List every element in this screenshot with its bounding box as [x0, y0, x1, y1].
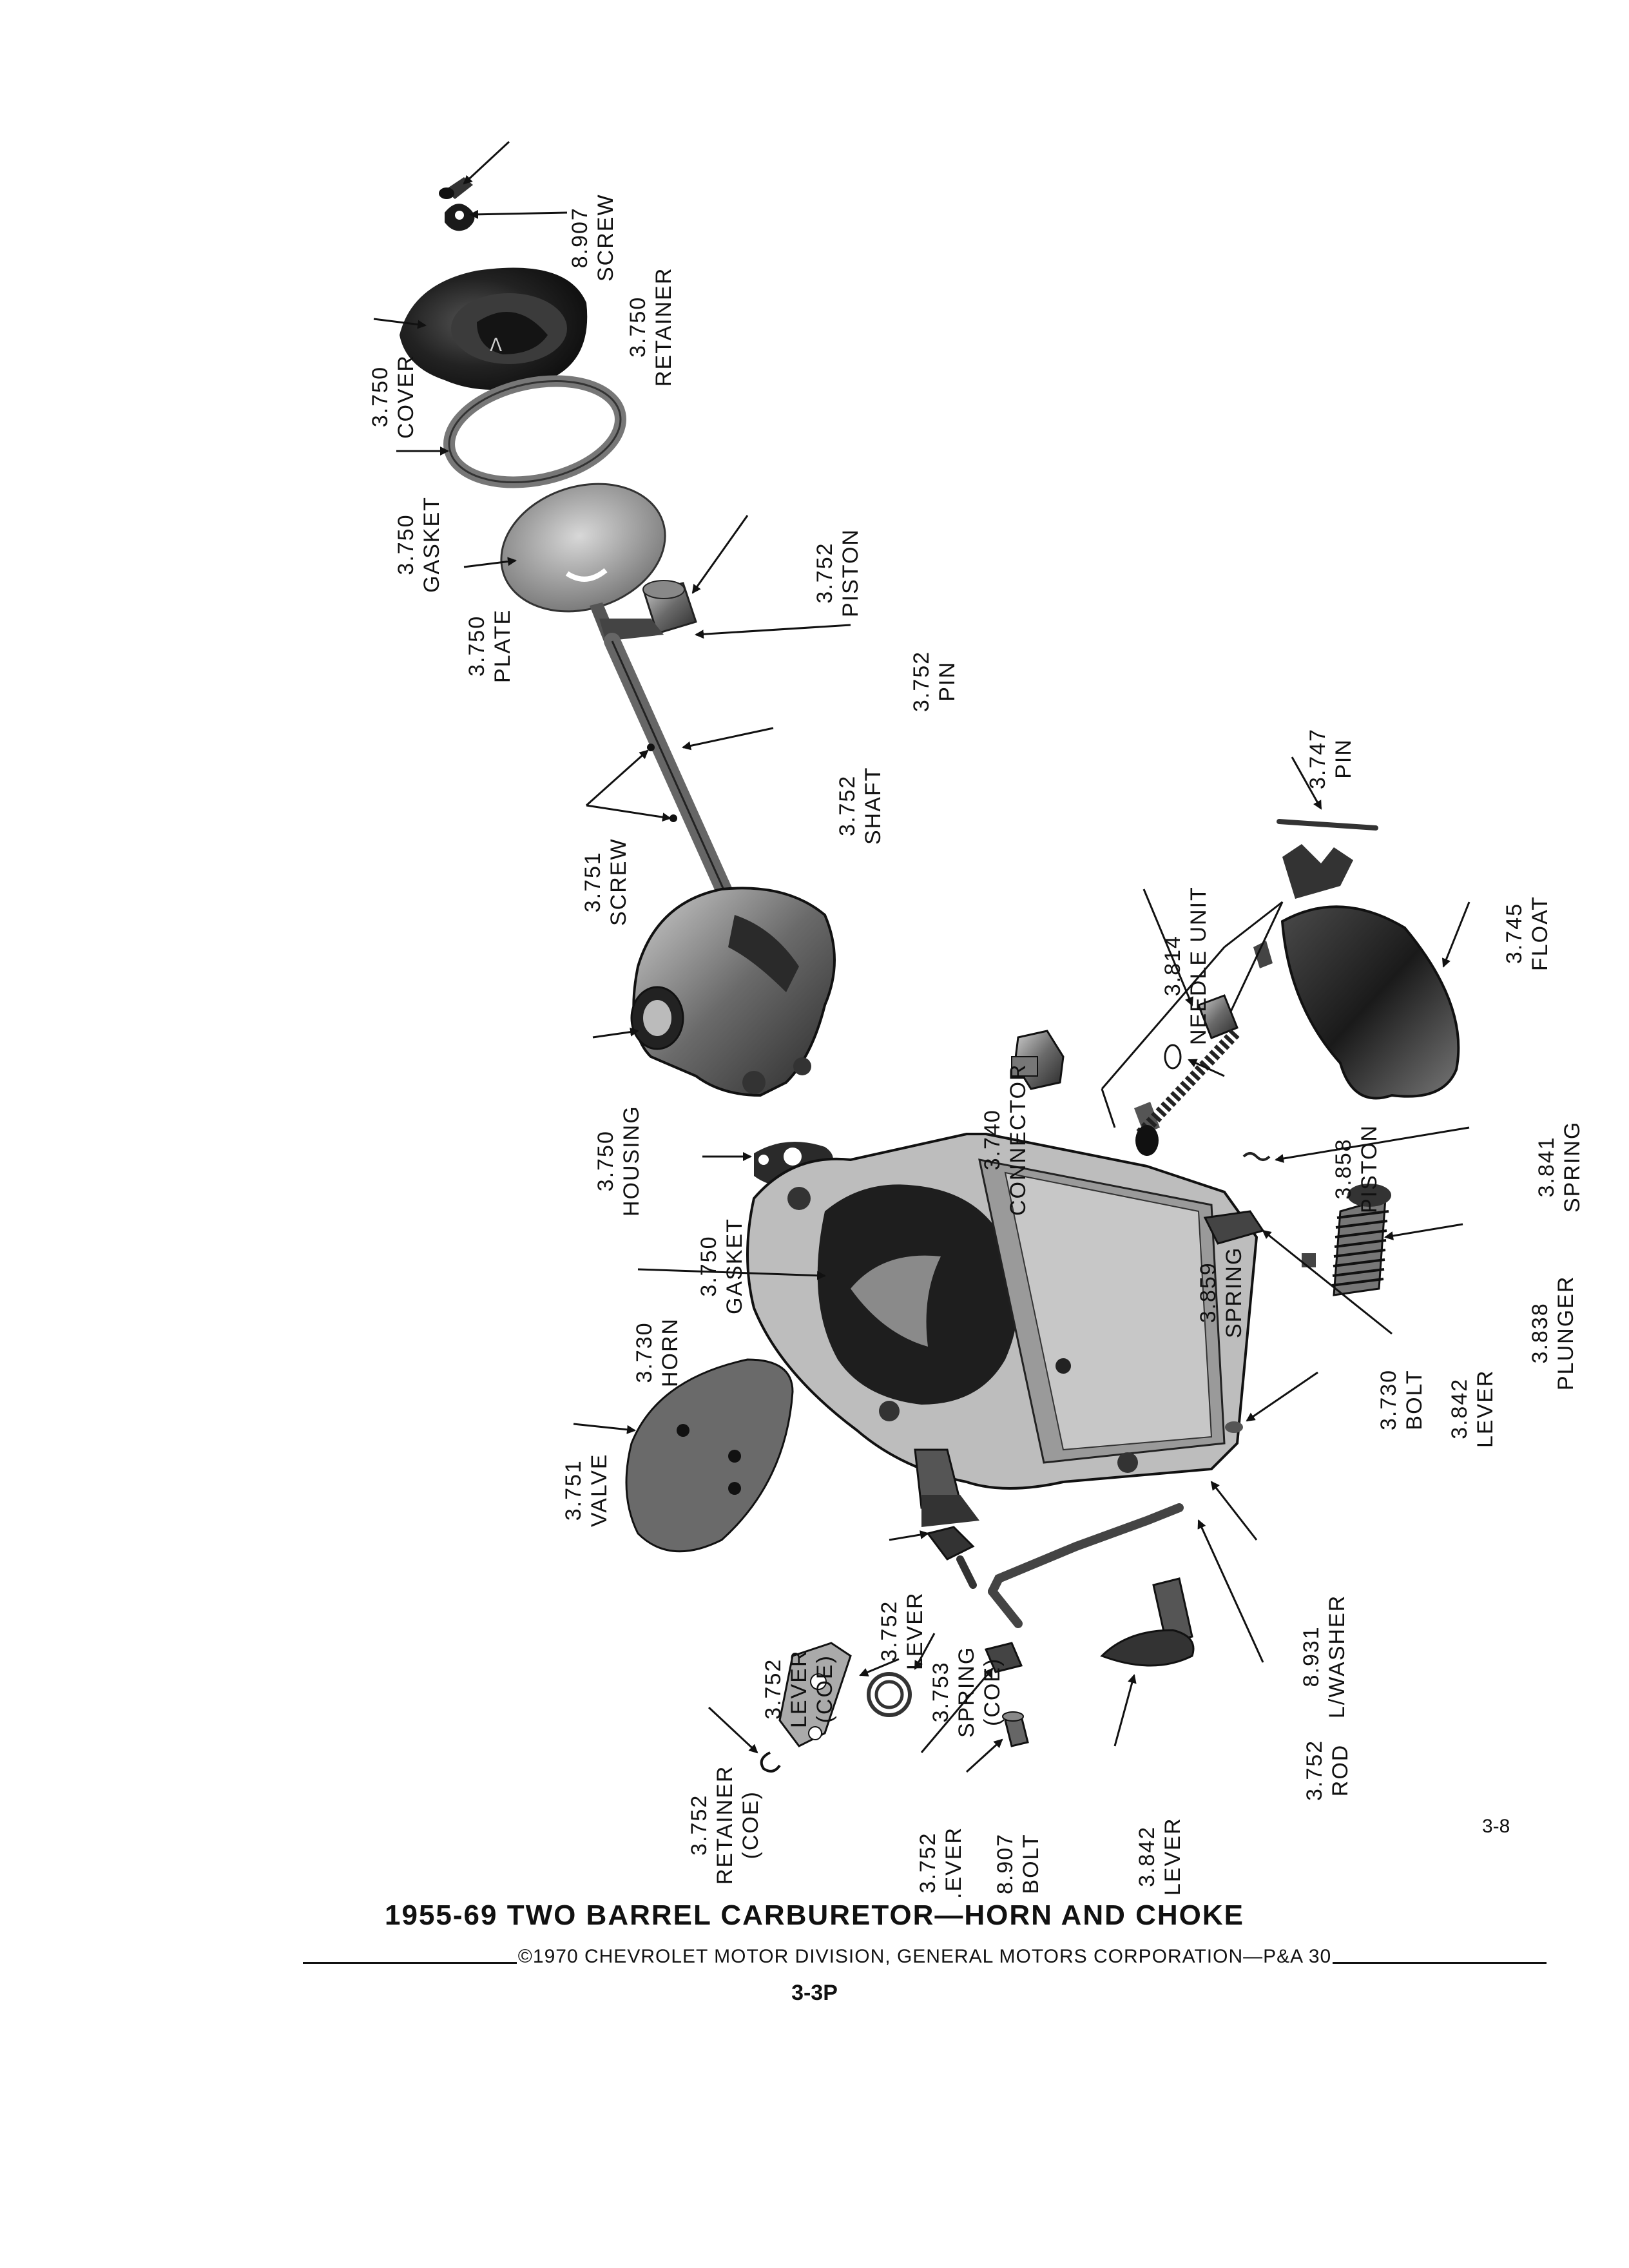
lever-3752-lower-part	[984, 1642, 1023, 1673]
connector-part	[1011, 1030, 1065, 1090]
bolt-3730-part	[1225, 1421, 1243, 1433]
svg-text:ᐱ: ᐱ	[490, 335, 502, 355]
lever-coe-part	[778, 1642, 852, 1747]
rod-part	[988, 1503, 1184, 1628]
piston-3752-part	[642, 580, 697, 635]
needle-unit-part	[1101, 901, 1284, 1134]
shaft-part	[604, 633, 733, 901]
horn-part	[746, 1133, 1258, 1490]
lever-3752-part	[926, 1526, 977, 1589]
retainer-3750-part	[445, 204, 475, 231]
lever-3842-lower-part	[1100, 1577, 1195, 1667]
copyright-text: ©1970 CHEVROLET MOTOR DIVISION, GENERAL …	[517, 1946, 1332, 1967]
plunger-part	[1302, 1184, 1391, 1296]
pin-3747-part	[1277, 819, 1378, 831]
section-code: 3-3P	[791, 1981, 838, 2005]
float-part	[1280, 844, 1460, 1100]
page-title: 1955-69 TWO BARREL CARBURETOR—HORN AND C…	[385, 1899, 1244, 1931]
right-rule	[1333, 1962, 1547, 1964]
valve-part	[625, 1358, 794, 1553]
piston-3858-part	[1135, 1026, 1242, 1156]
left-rule	[303, 1962, 517, 1964]
leader-lines	[373, 140, 1470, 1773]
page-number: 3-8	[1482, 1816, 1510, 1837]
spring-coe-part	[867, 1672, 912, 1717]
copyright-line: ©1970 CHEVROLET MOTOR DIVISION, GENERAL …	[303, 1946, 1547, 1968]
gasket-upper-part	[443, 375, 626, 488]
spring-3841-part	[1242, 1152, 1271, 1161]
bolt-8907-part	[1002, 1711, 1029, 1747]
housing-part	[630, 887, 836, 1097]
choke-lever-boss	[914, 1448, 979, 1527]
cover-part: ᐱ	[400, 267, 588, 390]
retainer-coe-part	[760, 1751, 781, 1773]
